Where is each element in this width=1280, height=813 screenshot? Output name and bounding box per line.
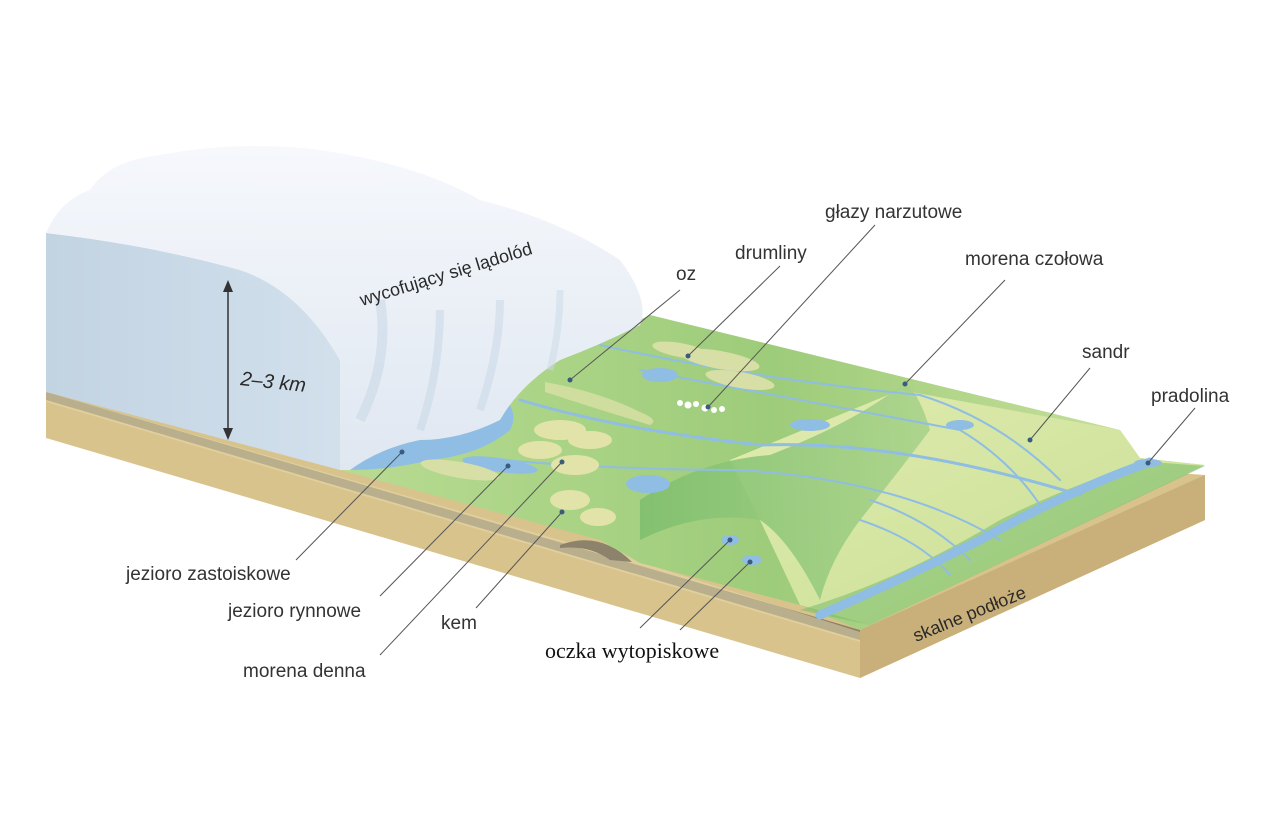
erratic-boulders [677,400,725,413]
label-jezioro-rynnowe: jezioro rynnowe [227,601,361,622]
label-pradolina: pradolina [1151,386,1230,407]
kettle-lake-2 [742,555,762,565]
label-jezioro-zastoiskowe: jezioro zastoiskowe [125,564,291,585]
label-drumliny: drumliny [735,243,807,264]
jezioro-zastoiskowe-lake [350,395,514,470]
pradolina-valley [800,462,1205,625]
leader-lines [295,224,1196,656]
label-morena-denna: morena denna [243,661,366,682]
label-glazy-narzutowe: głazy narzutowe [825,202,962,223]
kame [550,490,590,510]
ice-front-face [46,233,340,470]
label-kem: kem [441,613,477,634]
label-oz: oz [676,264,696,285]
ice-sheet [46,146,643,470]
label-morena-czolowa: morena czołowa [965,249,1104,270]
terminal-moraine-ridge [640,382,930,600]
jezioro-rynnowe-lake [462,456,538,474]
ice-top-surface [46,146,643,470]
label-sandr: sandr [1082,342,1130,363]
esker-ridge [545,382,654,425]
label-oczka-wytopiskowe: oczka wytopiskowe [545,638,719,663]
